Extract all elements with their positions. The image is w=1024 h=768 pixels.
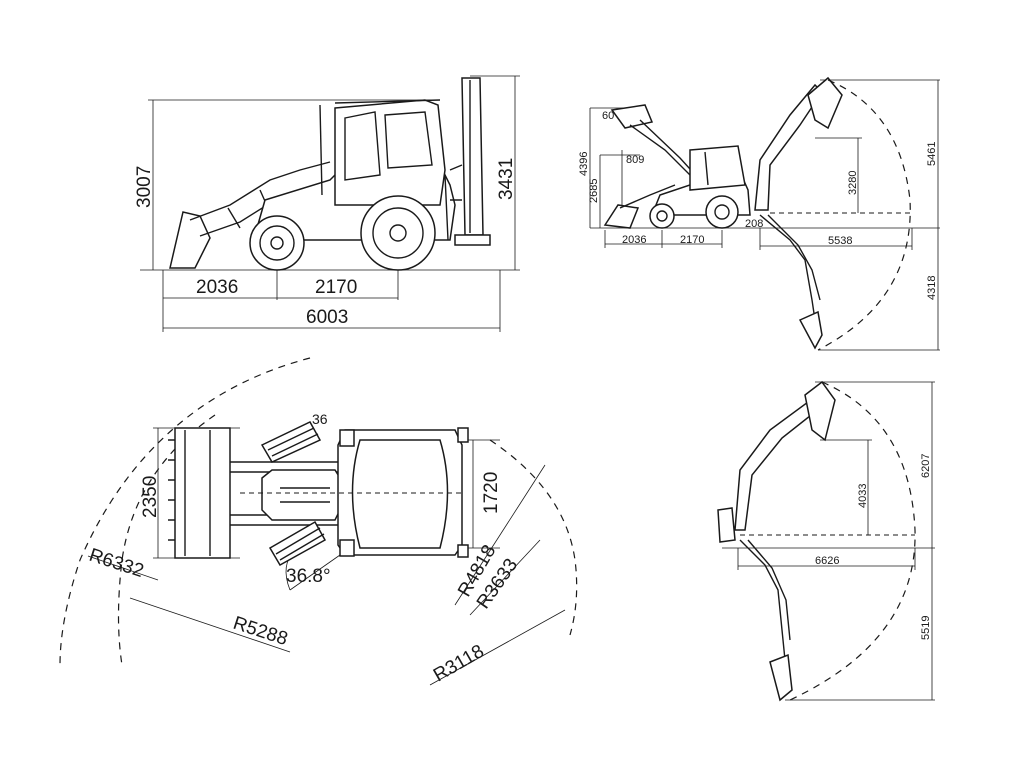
reach-max-loader-height: 4396 — [578, 152, 590, 176]
top-width: 2350 — [140, 476, 161, 518]
reach-front-overhang: 2036 — [622, 234, 646, 246]
top-angle-small: 36 — [312, 411, 328, 427]
top-view: 2350 1720 36.8° 36 R6332 R5288 R4818 R36… — [59, 357, 578, 686]
top-radius-small: R3118 — [430, 641, 488, 686]
reach-loader-angle: 60 — [602, 110, 614, 122]
reach-tip-height: 809 — [626, 154, 644, 166]
top-radius-outer: R6332 — [86, 545, 146, 582]
reach-reach-at-ground: 5538 — [828, 235, 852, 247]
ext-reach-at-ground: 6626 — [815, 555, 839, 567]
reach-offset: 208 — [745, 218, 763, 230]
extended-view: 6626 4033 6207 5519 — [717, 380, 935, 702]
ext-dump-height: 4033 — [857, 484, 869, 508]
reach-dig-depth: 4318 — [926, 276, 938, 300]
ext-max-height: 6207 — [920, 454, 932, 478]
reach-view: 60 4396 2685 809 2036 2170 208 5538 3280… — [578, 76, 940, 351]
side-backhoe-height: 3431 — [496, 158, 517, 200]
top-track-width: 1720 — [481, 472, 502, 514]
side-overall-length: 6003 — [306, 307, 348, 328]
top-steer-angle: 36.8° — [286, 566, 331, 587]
side-wheelbase: 2170 — [315, 277, 357, 298]
top-radius-inner: R5288 — [230, 613, 290, 650]
reach-dump-height: 3280 — [847, 171, 859, 195]
side-overall-height: 3007 — [134, 166, 155, 208]
side-view: 3007 3431 2036 2170 6003 — [134, 75, 520, 332]
reach-max-height: 5461 — [926, 142, 938, 166]
ext-dig-depth: 5519 — [920, 616, 932, 640]
reach-hinge-height: 2685 — [588, 179, 600, 203]
reach-wheelbase: 2170 — [680, 234, 704, 246]
side-front-overhang: 2036 — [196, 277, 238, 298]
